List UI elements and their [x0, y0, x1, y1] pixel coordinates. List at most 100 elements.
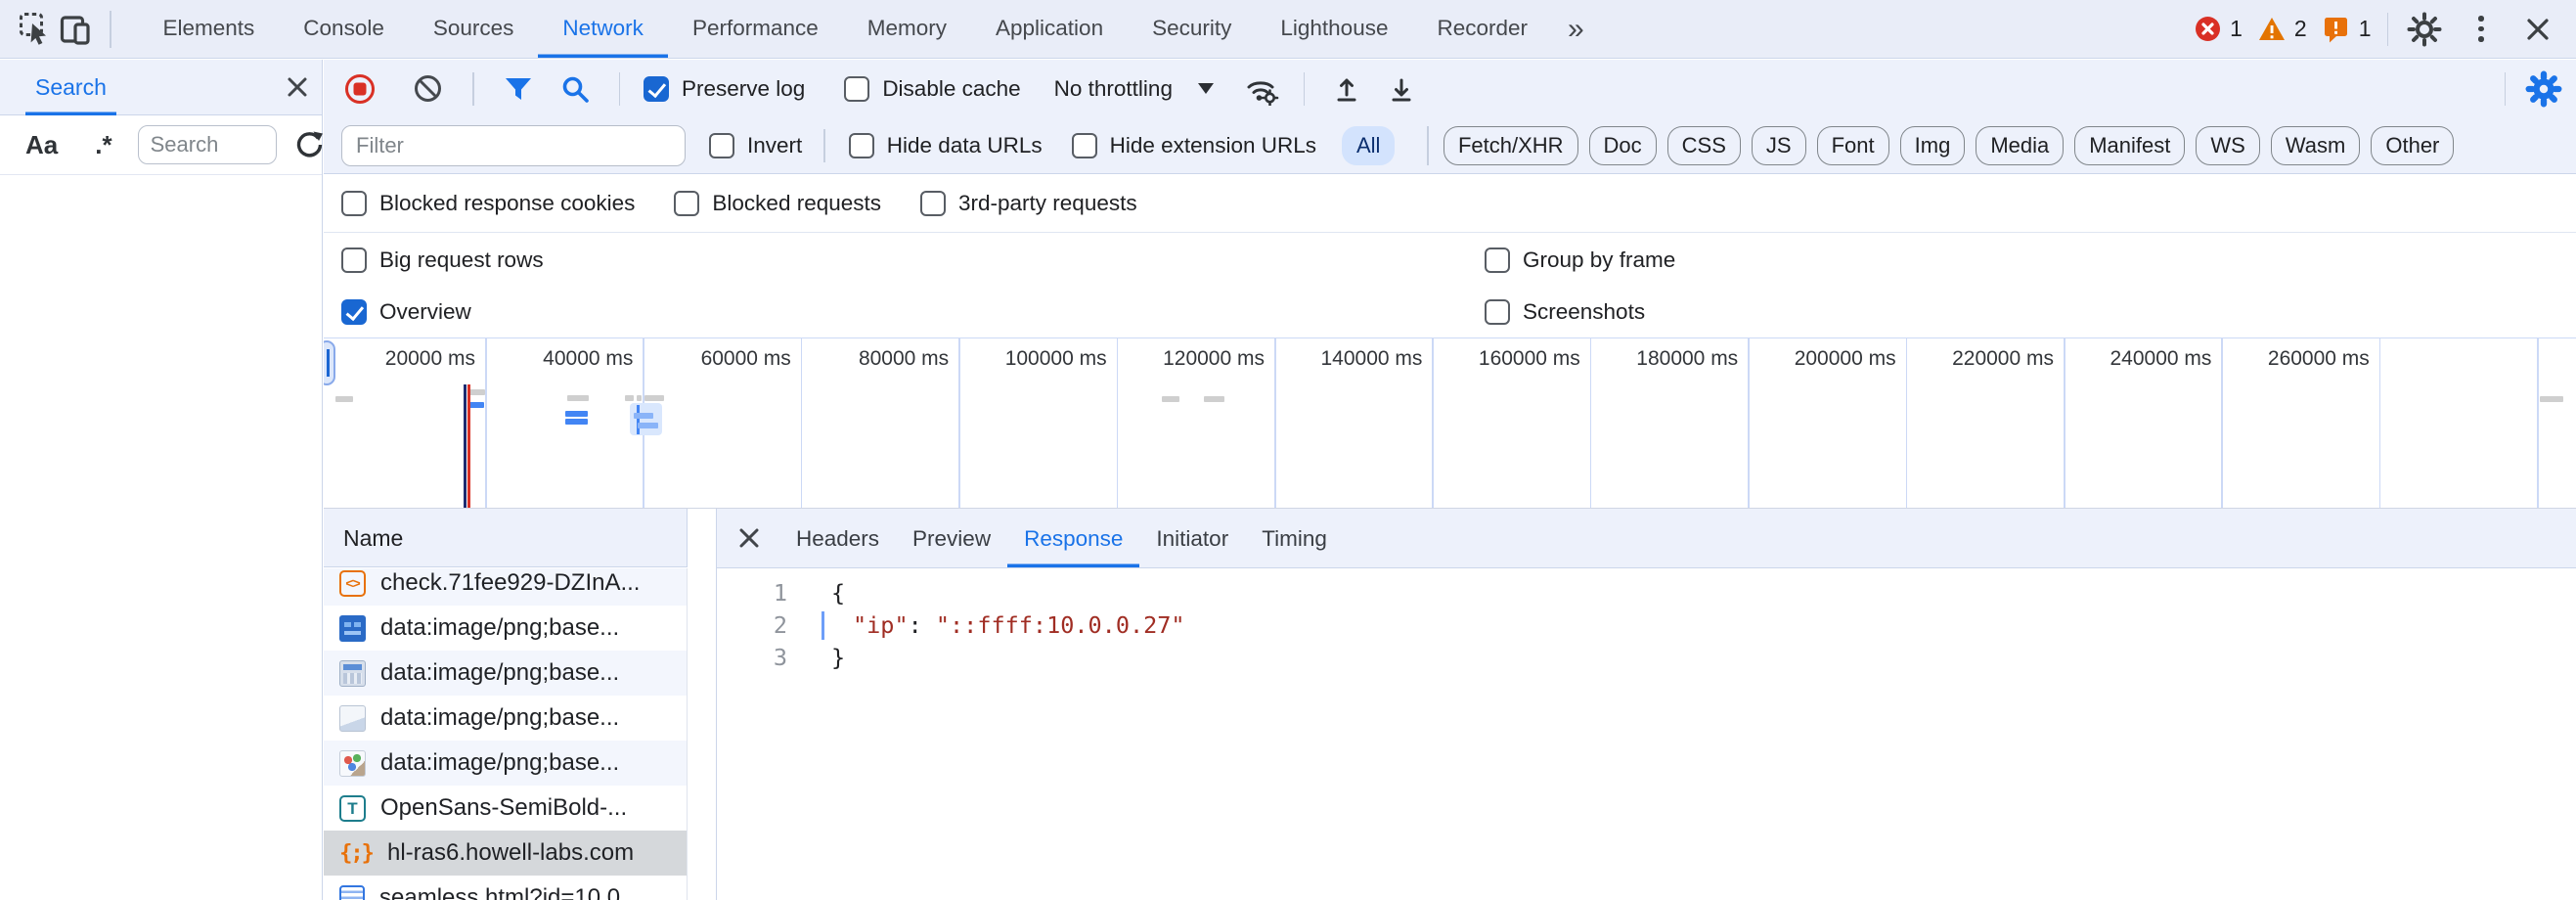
overview-checkbox[interactable]: Overview: [341, 299, 471, 325]
invert-input[interactable]: [709, 132, 734, 158]
request-row[interactable]: data:image/png;base...: [324, 606, 687, 651]
hide-data-urls-input[interactable]: [848, 132, 874, 158]
close-search-drawer-icon[interactable]: [285, 60, 310, 114]
hide-extension-urls-input[interactable]: [1071, 132, 1097, 158]
request-row[interactable]: data:image/png;base...: [324, 696, 687, 741]
name-column-header[interactable]: Name: [324, 509, 688, 567]
request-type-filter-fetch-xhr[interactable]: Fetch/XHR: [1443, 125, 1578, 165]
warning-count: 2: [2293, 16, 2307, 41]
close-devtools-icon[interactable]: [2517, 9, 2558, 50]
font-icon: T: [339, 794, 366, 822]
hide-extension-urls-checkbox[interactable]: Hide extension URLs: [1071, 132, 1316, 158]
detail-tab-headers[interactable]: Headers: [796, 526, 880, 551]
request-row[interactable]: {;}hl-ras6.howell-labs.com: [324, 831, 687, 876]
hide-data-urls-checkbox[interactable]: Hide data URLs: [848, 132, 1043, 158]
blocked-response-cookies-checkbox[interactable]: Blocked response cookies: [341, 190, 635, 216]
search-network-icon[interactable]: [555, 68, 596, 110]
kebab-menu-icon[interactable]: [2461, 9, 2502, 50]
json-icon: {;}: [339, 840, 375, 866]
inspect-element-icon[interactable]: [16, 9, 57, 50]
group-by-frame-checkbox[interactable]: Group by frame: [1485, 247, 1675, 273]
console-errors-button[interactable]: 1: [2195, 16, 2243, 42]
refresh-search-icon[interactable]: [289, 124, 330, 165]
tab-application[interactable]: Application: [996, 16, 1104, 40]
overview-input[interactable]: [341, 299, 367, 325]
search-drawer-tabstrip: Search: [0, 60, 322, 115]
tab-network[interactable]: Network: [538, 0, 668, 58]
request-type-filter-other[interactable]: Other: [2371, 125, 2455, 165]
third-party-requests-checkbox[interactable]: 3rd-party requests: [920, 190, 1137, 216]
tab-lighthouse[interactable]: Lighthouse: [1280, 16, 1389, 40]
invert-checkbox[interactable]: Invert: [709, 132, 803, 158]
close-detail-icon[interactable]: [733, 521, 766, 555]
tab-security[interactable]: Security: [1152, 16, 1232, 40]
detail-tab-preview[interactable]: Preview: [912, 526, 992, 551]
request-row[interactable]: data:image/png;base...: [324, 741, 687, 786]
clear-network-log-icon[interactable]: [408, 68, 449, 110]
record-network-log-button[interactable]: [345, 73, 375, 104]
request-type-filter-font[interactable]: Font: [1816, 125, 1889, 165]
request-type-filter-manifest[interactable]: Manifest: [2074, 125, 2186, 165]
match-case-toggle[interactable]: Aa: [25, 129, 59, 159]
request-type-filter-media[interactable]: Media: [1976, 125, 2065, 165]
detail-tab-initiator[interactable]: Initiator: [1156, 526, 1229, 551]
console-warnings-button[interactable]: 2: [2258, 16, 2307, 42]
big-request-rows-checkbox[interactable]: Big request rows: [341, 247, 544, 273]
preserve-log-input[interactable]: [644, 75, 669, 102]
response-body[interactable]: 1{2"ip": "::ffff:10.0.0.27"3}: [717, 568, 2576, 674]
invert-label: Invert: [747, 132, 803, 158]
request-row[interactable]: seamless.html?id=10.0: [324, 876, 687, 900]
requests-list[interactable]: <>check.71fee929-DZInA...data:image/png;…: [324, 568, 688, 900]
request-type-filter-css[interactable]: CSS: [1666, 125, 1741, 165]
tab-recorder[interactable]: Recorder: [1437, 16, 1529, 40]
overview-request-bar-selected: [634, 413, 653, 419]
screenshots-input[interactable]: [1485, 299, 1510, 325]
disable-cache-checkbox[interactable]: Disable cache: [844, 75, 1021, 102]
search-drawer: Search Aa .*: [0, 60, 323, 900]
request-type-filter-js[interactable]: JS: [1751, 125, 1806, 165]
request-type-filter-all[interactable]: All: [1341, 125, 1396, 165]
import-har-icon[interactable]: [1326, 68, 1367, 110]
third-party-requests-input[interactable]: [920, 190, 947, 216]
throttling-select[interactable]: No throttling: [1054, 76, 1214, 102]
network-conditions-icon[interactable]: [1241, 68, 1282, 110]
tab-search[interactable]: Search: [25, 60, 116, 115]
request-type-filter-doc[interactable]: Doc: [1588, 125, 1657, 165]
blocked-requests-input[interactable]: [674, 190, 700, 216]
tab-console[interactable]: Console: [303, 16, 384, 40]
tab-sources[interactable]: Sources: [432, 16, 514, 40]
filter-funnel-icon[interactable]: [498, 68, 539, 110]
network-settings-gear-icon[interactable]: [2523, 68, 2564, 110]
detail-tab-timing[interactable]: Timing: [1262, 526, 1327, 551]
request-type-filter-wasm[interactable]: Wasm: [2270, 125, 2361, 165]
preserve-log-checkbox[interactable]: Preserve log: [644, 75, 805, 102]
search-input[interactable]: [137, 125, 277, 164]
settings-gear-icon[interactable]: [2404, 9, 2445, 50]
request-type-filter-img[interactable]: Img: [1899, 125, 1966, 165]
disable-cache-input[interactable]: [844, 75, 870, 102]
screenshots-checkbox[interactable]: Screenshots: [1485, 299, 1645, 325]
big-request-rows-input[interactable]: [341, 247, 367, 273]
tab-performance[interactable]: Performance: [691, 16, 819, 40]
detail-tab-response[interactable]: Response: [1007, 509, 1139, 567]
issues-button[interactable]: 1: [2323, 15, 2372, 43]
blocked-requests-checkbox[interactable]: Blocked requests: [674, 190, 881, 216]
filter-input[interactable]: [341, 124, 686, 166]
more-tabs-button[interactable]: »: [1568, 12, 1584, 45]
image-icon: [339, 749, 366, 777]
blocked-response-cookies-input[interactable]: [341, 190, 367, 216]
tab-memory[interactable]: Memory: [866, 16, 948, 40]
regex-toggle[interactable]: .*: [95, 129, 112, 159]
group-by-frame-input[interactable]: [1485, 247, 1510, 273]
timeline-tick-label: 100000 ms: [1004, 347, 1107, 370]
request-row[interactable]: data:image/png;base...: [324, 651, 687, 696]
tab-elements[interactable]: Elements: [162, 16, 255, 40]
overview-drag-handle[interactable]: [324, 340, 335, 385]
device-toolbar-icon[interactable]: [57, 9, 98, 50]
export-har-icon[interactable]: [1381, 68, 1422, 110]
detail-tabstrip: Headers Preview Response Initiator Timing: [717, 509, 2576, 568]
request-type-filter-ws[interactable]: WS: [2196, 125, 2260, 165]
request-row[interactable]: <>check.71fee929-DZInA...: [324, 568, 687, 606]
